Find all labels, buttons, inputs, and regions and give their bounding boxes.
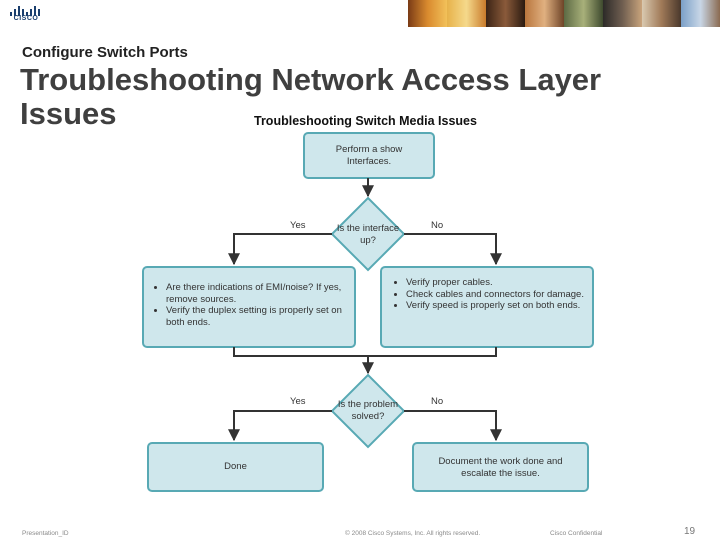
decision2-diamond: [330, 373, 406, 449]
footer-presentation-id: Presentation_ID: [22, 530, 69, 537]
decision2-no-label: No: [431, 396, 444, 407]
escalate-box: [412, 442, 589, 492]
decision2-yes-label: Yes: [290, 396, 306, 407]
escalate-text: Document the work done and escalate the …: [438, 456, 563, 479]
slide-subtitle: Configure Switch Ports: [22, 44, 188, 61]
slide-title: Troubleshooting Network Access Layer Iss…: [20, 62, 602, 131]
top-bar: CISCO: [0, 0, 720, 27]
yes-action-item: Are there indications of EMI/noise? If y…: [166, 282, 350, 305]
decision1-text: Is the interface up?: [336, 223, 400, 246]
done-box: [147, 442, 324, 492]
decision1-yes-label: Yes: [290, 220, 306, 231]
diagram-title: Troubleshooting Switch Media Issues: [254, 114, 477, 128]
yes-actions-text: Are there indications of EMI/noise? If y…: [150, 282, 350, 328]
no-action-item: Verify proper cables.: [406, 277, 588, 289]
cisco-logo: CISCO: [8, 4, 44, 24]
no-actions-box: [380, 266, 594, 348]
footer-confidential: Cisco Confidential: [550, 530, 603, 537]
no-action-item: Check cables and connectors for damage.: [406, 289, 588, 301]
start-box-text: Perform a show Interfaces.: [335, 144, 403, 167]
decision1-no-label: No: [431, 220, 444, 231]
decision1-diamond: [330, 196, 406, 272]
logo-text: CISCO: [13, 15, 39, 22]
no-actions-text: Verify proper cables. Check cables and c…: [390, 277, 588, 312]
page-number: 19: [684, 526, 696, 537]
decision2-text: Is the problem solved?: [337, 399, 399, 422]
done-text: Done: [224, 461, 247, 472]
yes-action-item: Verify the duplex setting is properly se…: [166, 305, 350, 328]
footer-copyright: © 2008 Cisco Systems, Inc. All rights re…: [345, 530, 481, 537]
header-photo-strip: [408, 0, 720, 27]
yes-actions-box: [142, 266, 356, 348]
no-action-item: Verify speed is properly set on both end…: [406, 300, 588, 312]
